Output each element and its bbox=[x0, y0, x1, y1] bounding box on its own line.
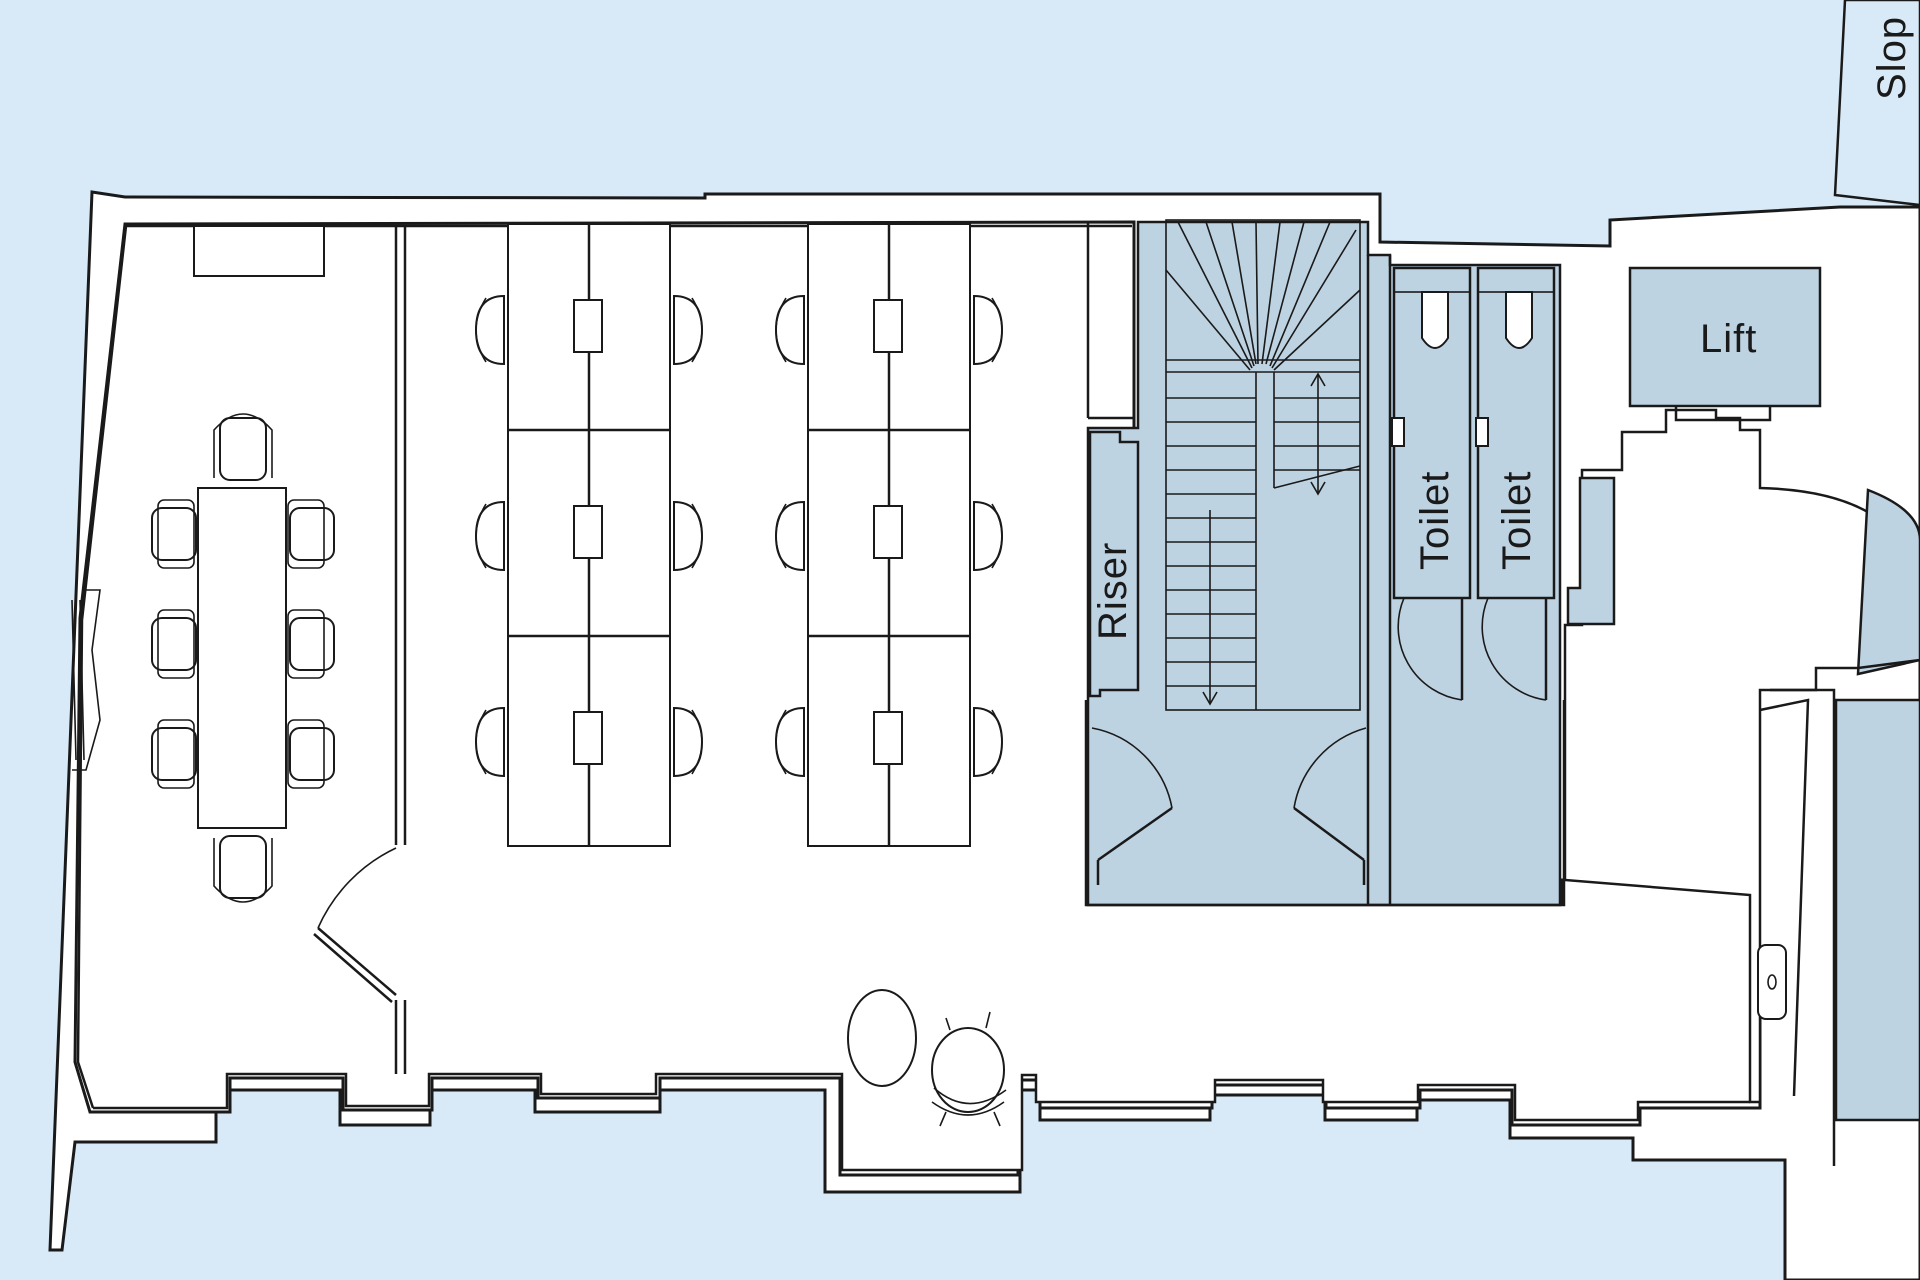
lounge-chairs bbox=[847, 989, 1007, 1127]
east-wing bbox=[1757, 488, 1920, 1166]
credenza bbox=[193, 225, 325, 277]
stair-winders bbox=[1165, 221, 1361, 371]
lift-lobby bbox=[1563, 408, 1882, 1104]
meeting-table-group bbox=[151, 413, 335, 903]
chair bbox=[151, 499, 197, 569]
meeting-room-door[interactable] bbox=[313, 847, 397, 1003]
chair bbox=[474, 500, 505, 572]
chair bbox=[774, 500, 805, 572]
chair bbox=[151, 609, 197, 679]
toilet-label-1: Toilet bbox=[1413, 471, 1457, 570]
stair-treads-left bbox=[1166, 397, 1256, 687]
lift-label: Lift bbox=[1700, 317, 1757, 361]
slope-label: Slop bbox=[1870, 16, 1914, 100]
chair bbox=[287, 719, 335, 789]
chair bbox=[474, 294, 505, 366]
stair-door-left[interactable] bbox=[1091, 727, 1173, 885]
stair-door-right[interactable] bbox=[1293, 727, 1367, 885]
chair bbox=[287, 609, 335, 679]
riser-label: Riser bbox=[1091, 542, 1135, 640]
desk-cluster-right bbox=[807, 223, 971, 847]
chair bbox=[474, 706, 505, 778]
toilet-label-2: Toilet bbox=[1495, 471, 1539, 570]
desk-cluster-left bbox=[507, 223, 671, 847]
chair bbox=[973, 500, 1004, 572]
toilet-room-1: Toilet bbox=[1391, 266, 1472, 701]
toilet-room-2: Toilet bbox=[1475, 266, 1556, 701]
lift: Lift bbox=[1628, 266, 1822, 422]
slope-annotation: Slop bbox=[1833, 0, 1920, 207]
chair bbox=[774, 706, 805, 778]
chair bbox=[973, 706, 1004, 778]
desk-chairs bbox=[474, 294, 1004, 778]
chair bbox=[673, 294, 704, 366]
chair bbox=[151, 719, 197, 789]
chair bbox=[973, 294, 1004, 366]
stair-arrow-down bbox=[1202, 510, 1218, 706]
chair bbox=[774, 294, 805, 366]
stair-treads-right bbox=[1273, 397, 1361, 489]
chair bbox=[287, 499, 335, 569]
meeting-table bbox=[197, 487, 287, 829]
chair bbox=[213, 835, 273, 903]
stair-arrow-up bbox=[1310, 372, 1326, 496]
riser-room: Riser bbox=[1088, 430, 1140, 698]
lobby-cabinet bbox=[1566, 476, 1616, 626]
left-window bbox=[71, 589, 101, 771]
chair bbox=[673, 706, 704, 778]
chair bbox=[213, 413, 273, 481]
wash-basin bbox=[1757, 944, 1787, 1020]
staircase bbox=[1165, 219, 1361, 711]
chair bbox=[673, 500, 704, 572]
